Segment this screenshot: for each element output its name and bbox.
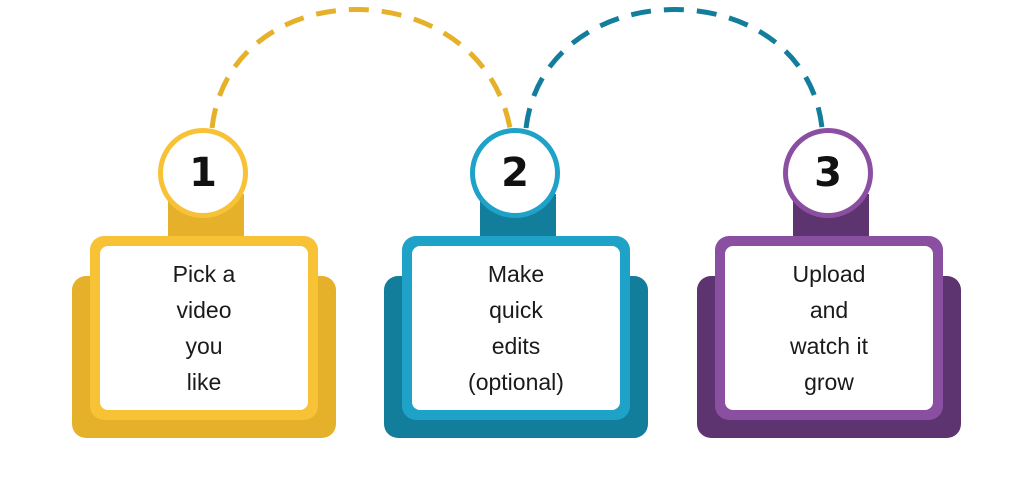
card-frame: Pick a video you like [90,236,318,420]
step-number: 3 [814,150,842,196]
step-text-line: grow [804,369,854,395]
step-text-line: Pick a [172,261,236,287]
step-number: 1 [189,150,217,196]
step-number-circle: 2 [470,128,560,218]
step-number-circle: 3 [783,128,873,218]
card-text-area: Upload and watch it grow [725,246,933,410]
step-number-circle: 1 [158,128,248,218]
step-text-line: video [176,297,232,323]
card-text-area: Make quick edits (optional) [412,246,620,410]
step-text-line: and [809,297,849,323]
step-card-3: Upload and watch it grow 3 [697,0,961,502]
step-card-1: Pick a video you like 1 [72,0,336,502]
step-card-2: Make quick edits (optional) 2 [384,0,648,502]
step-text-line: edits [491,333,541,359]
step-text-line: you [185,333,223,359]
card-frame: Make quick edits (optional) [402,236,630,420]
step-text-line: Make [487,261,545,287]
step-text-line: Upload [792,261,866,287]
step-text-line: like [186,369,222,395]
step-text-line: (optional) [468,369,564,395]
step-text-line: watch it [790,333,868,359]
connector-arc-2-3 [523,7,825,129]
card-text-area: Pick a video you like [100,246,308,410]
step-number: 2 [501,150,529,196]
step-text-line: quick [489,297,543,323]
card-frame: Upload and watch it grow [715,236,943,420]
connector-arc-1-2 [209,7,513,129]
